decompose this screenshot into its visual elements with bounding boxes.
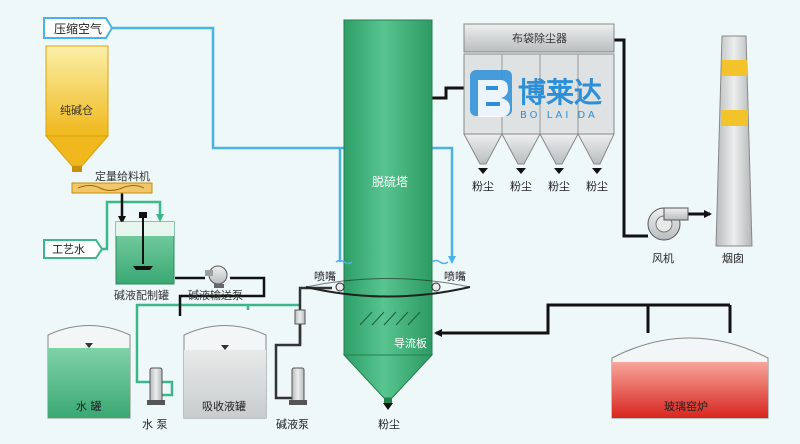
alkali-prep-tank: 碱液配制罐: [114, 212, 175, 302]
process-water-tag: 工艺水: [43, 239, 104, 259]
soda-silo: 纯碱仓: [44, 45, 110, 172]
absorb-tank-label: 吸收液罐: [202, 399, 246, 413]
nozzle-right-label: 喷嘴: [444, 270, 466, 283]
compressed-air-tag: 压缩空气: [43, 17, 114, 39]
chimney-label: 烟囱: [722, 251, 744, 265]
logo-main-text: 博莱达: [518, 76, 602, 109]
hopper-dust-3: 粉尘: [548, 180, 570, 193]
baffle-label: 导流板: [394, 336, 427, 350]
alkali-pump-label: 碱液泵: [276, 417, 309, 431]
tower-label: 脱硫塔: [372, 174, 408, 189]
baffle-plates: 导流板: [359, 311, 427, 350]
alkali-pump: 碱液泵: [276, 367, 309, 431]
flue-inlet-line: [434, 303, 650, 337]
tower-to-baghouse-line: [432, 86, 464, 100]
hopper-dust-2: 粉尘: [510, 180, 532, 193]
feeder-label: 定量给料机: [95, 169, 150, 183]
alkali-transfer-pump-label: 碱液输送泵: [188, 288, 243, 302]
soda-silo-label: 纯碱仓: [60, 103, 93, 117]
water-tank: 水 罐: [47, 325, 131, 419]
process-water-line: [102, 200, 164, 251]
furnace-label: 玻璃窑炉: [664, 399, 708, 413]
baghouse-to-fan-line: [614, 38, 648, 238]
tower-dust-label: 粉尘: [378, 418, 400, 431]
company-logo: 博莱达 BO LAI DA: [470, 70, 602, 121]
water-pump-label: 水 泵: [142, 418, 168, 431]
compressed-air-label: 压缩空气: [54, 21, 102, 36]
desulfurization-tower: 脱硫塔 粉尘: [342, 19, 434, 431]
logo-sub-text: BO LAI DA: [520, 110, 598, 121]
absorption-tank: 吸收液罐: [183, 325, 267, 419]
chimney: 烟囱: [715, 35, 753, 265]
nozzle-ring: 喷嘴 喷嘴: [305, 259, 471, 298]
alkali-pump-line: [274, 286, 332, 400]
alkali-to-absorb-line: [178, 276, 266, 316]
induced-fan: 风机: [647, 207, 689, 265]
compressed-air-line: [110, 26, 456, 264]
hopper-dust-1: 粉尘: [472, 180, 494, 193]
hopper-dust-4: 粉尘: [586, 180, 608, 193]
static-mixer: [294, 309, 306, 325]
alkali-tank-label: 碱液配制罐: [114, 288, 169, 302]
fan-label: 风机: [652, 251, 674, 265]
baghouse-label: 布袋除尘器: [512, 31, 567, 45]
agitator-blade: [133, 266, 153, 270]
glass-furnace: 玻璃窑炉: [611, 337, 769, 419]
alkali-transfer-pump: 碱液输送泵: [188, 265, 243, 302]
quantitative-feeder: 定量给料机: [71, 169, 153, 194]
nozzle-left-label: 喷嘴: [314, 270, 336, 283]
water-tank-label: 水 罐: [76, 400, 102, 413]
water-pump: 水 泵: [142, 367, 168, 431]
process-water-label: 工艺水: [52, 243, 85, 256]
